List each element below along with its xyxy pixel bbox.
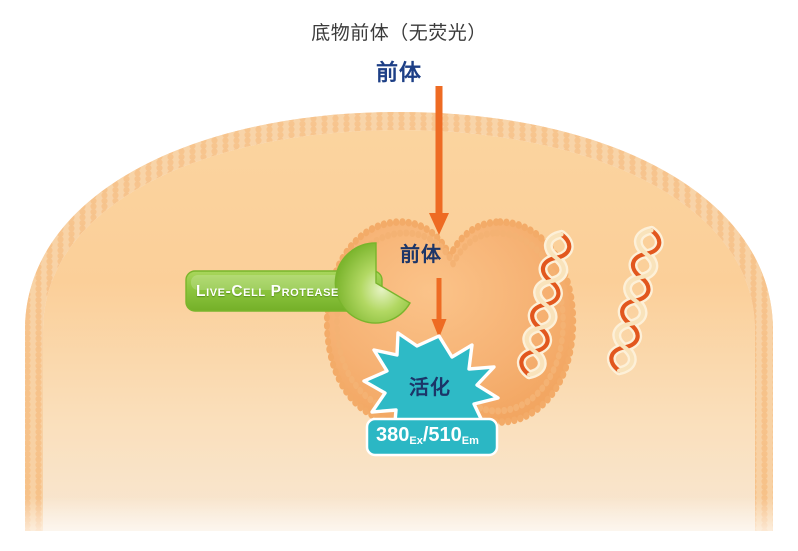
down-arrow-icon xyxy=(431,278,447,338)
dna-helix-icon xyxy=(606,225,664,376)
excitation-subscript: Ex xyxy=(409,435,423,447)
dna-helix-icon xyxy=(516,229,574,380)
excitation-emission-badge[interactable] xyxy=(365,417,499,457)
protease-label: Live-Cell Protease xyxy=(196,283,339,300)
precursor-inside-label: 前体 xyxy=(400,244,442,266)
cell-bottom-fade xyxy=(0,497,798,551)
emission-value: /510 xyxy=(422,424,462,446)
emission-subscript: Em xyxy=(461,435,479,447)
protease-active-site xyxy=(334,242,411,324)
activated-label: 活化 xyxy=(409,377,451,399)
protease-pacman-icon xyxy=(185,242,411,324)
page-title: 底物前体（无荧光） xyxy=(311,23,487,44)
excitation-value: 380 xyxy=(376,424,410,446)
precursor-outside-label: 前体 xyxy=(375,60,422,85)
excitation-emission-label: 380Ex/510Em xyxy=(376,424,479,447)
down-arrow-icon xyxy=(429,86,449,235)
